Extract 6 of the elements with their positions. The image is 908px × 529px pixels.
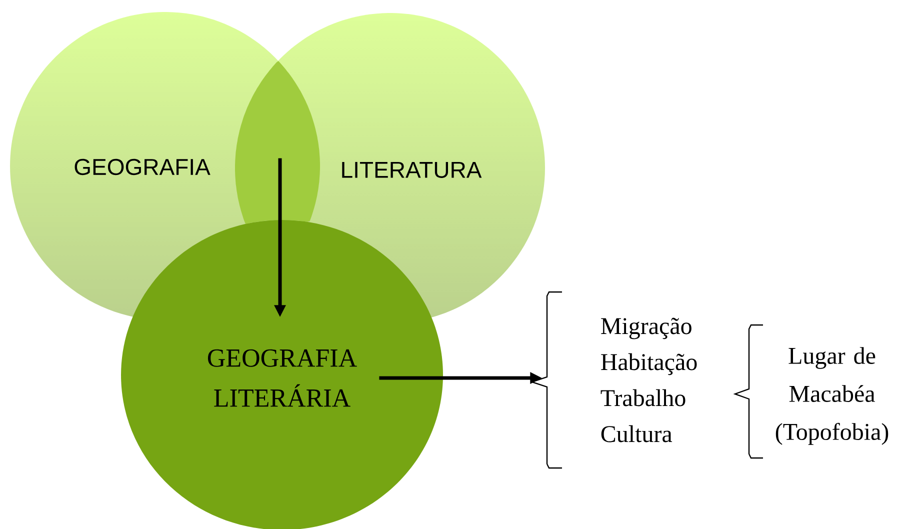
circle-label: LITERATURA	[342, 162, 482, 178]
term-label: Lugar de Macabéa (Topofobia)	[776, 347, 888, 445]
term-list: Migração Habitação Trabalho Cultura	[600, 318, 697, 442]
overlap-lens	[235, 61, 320, 224]
circle-label: GEOGRAFIA	[74, 158, 210, 176]
circle-label: GEOGRAFIA LITERÁRIA	[208, 349, 357, 407]
